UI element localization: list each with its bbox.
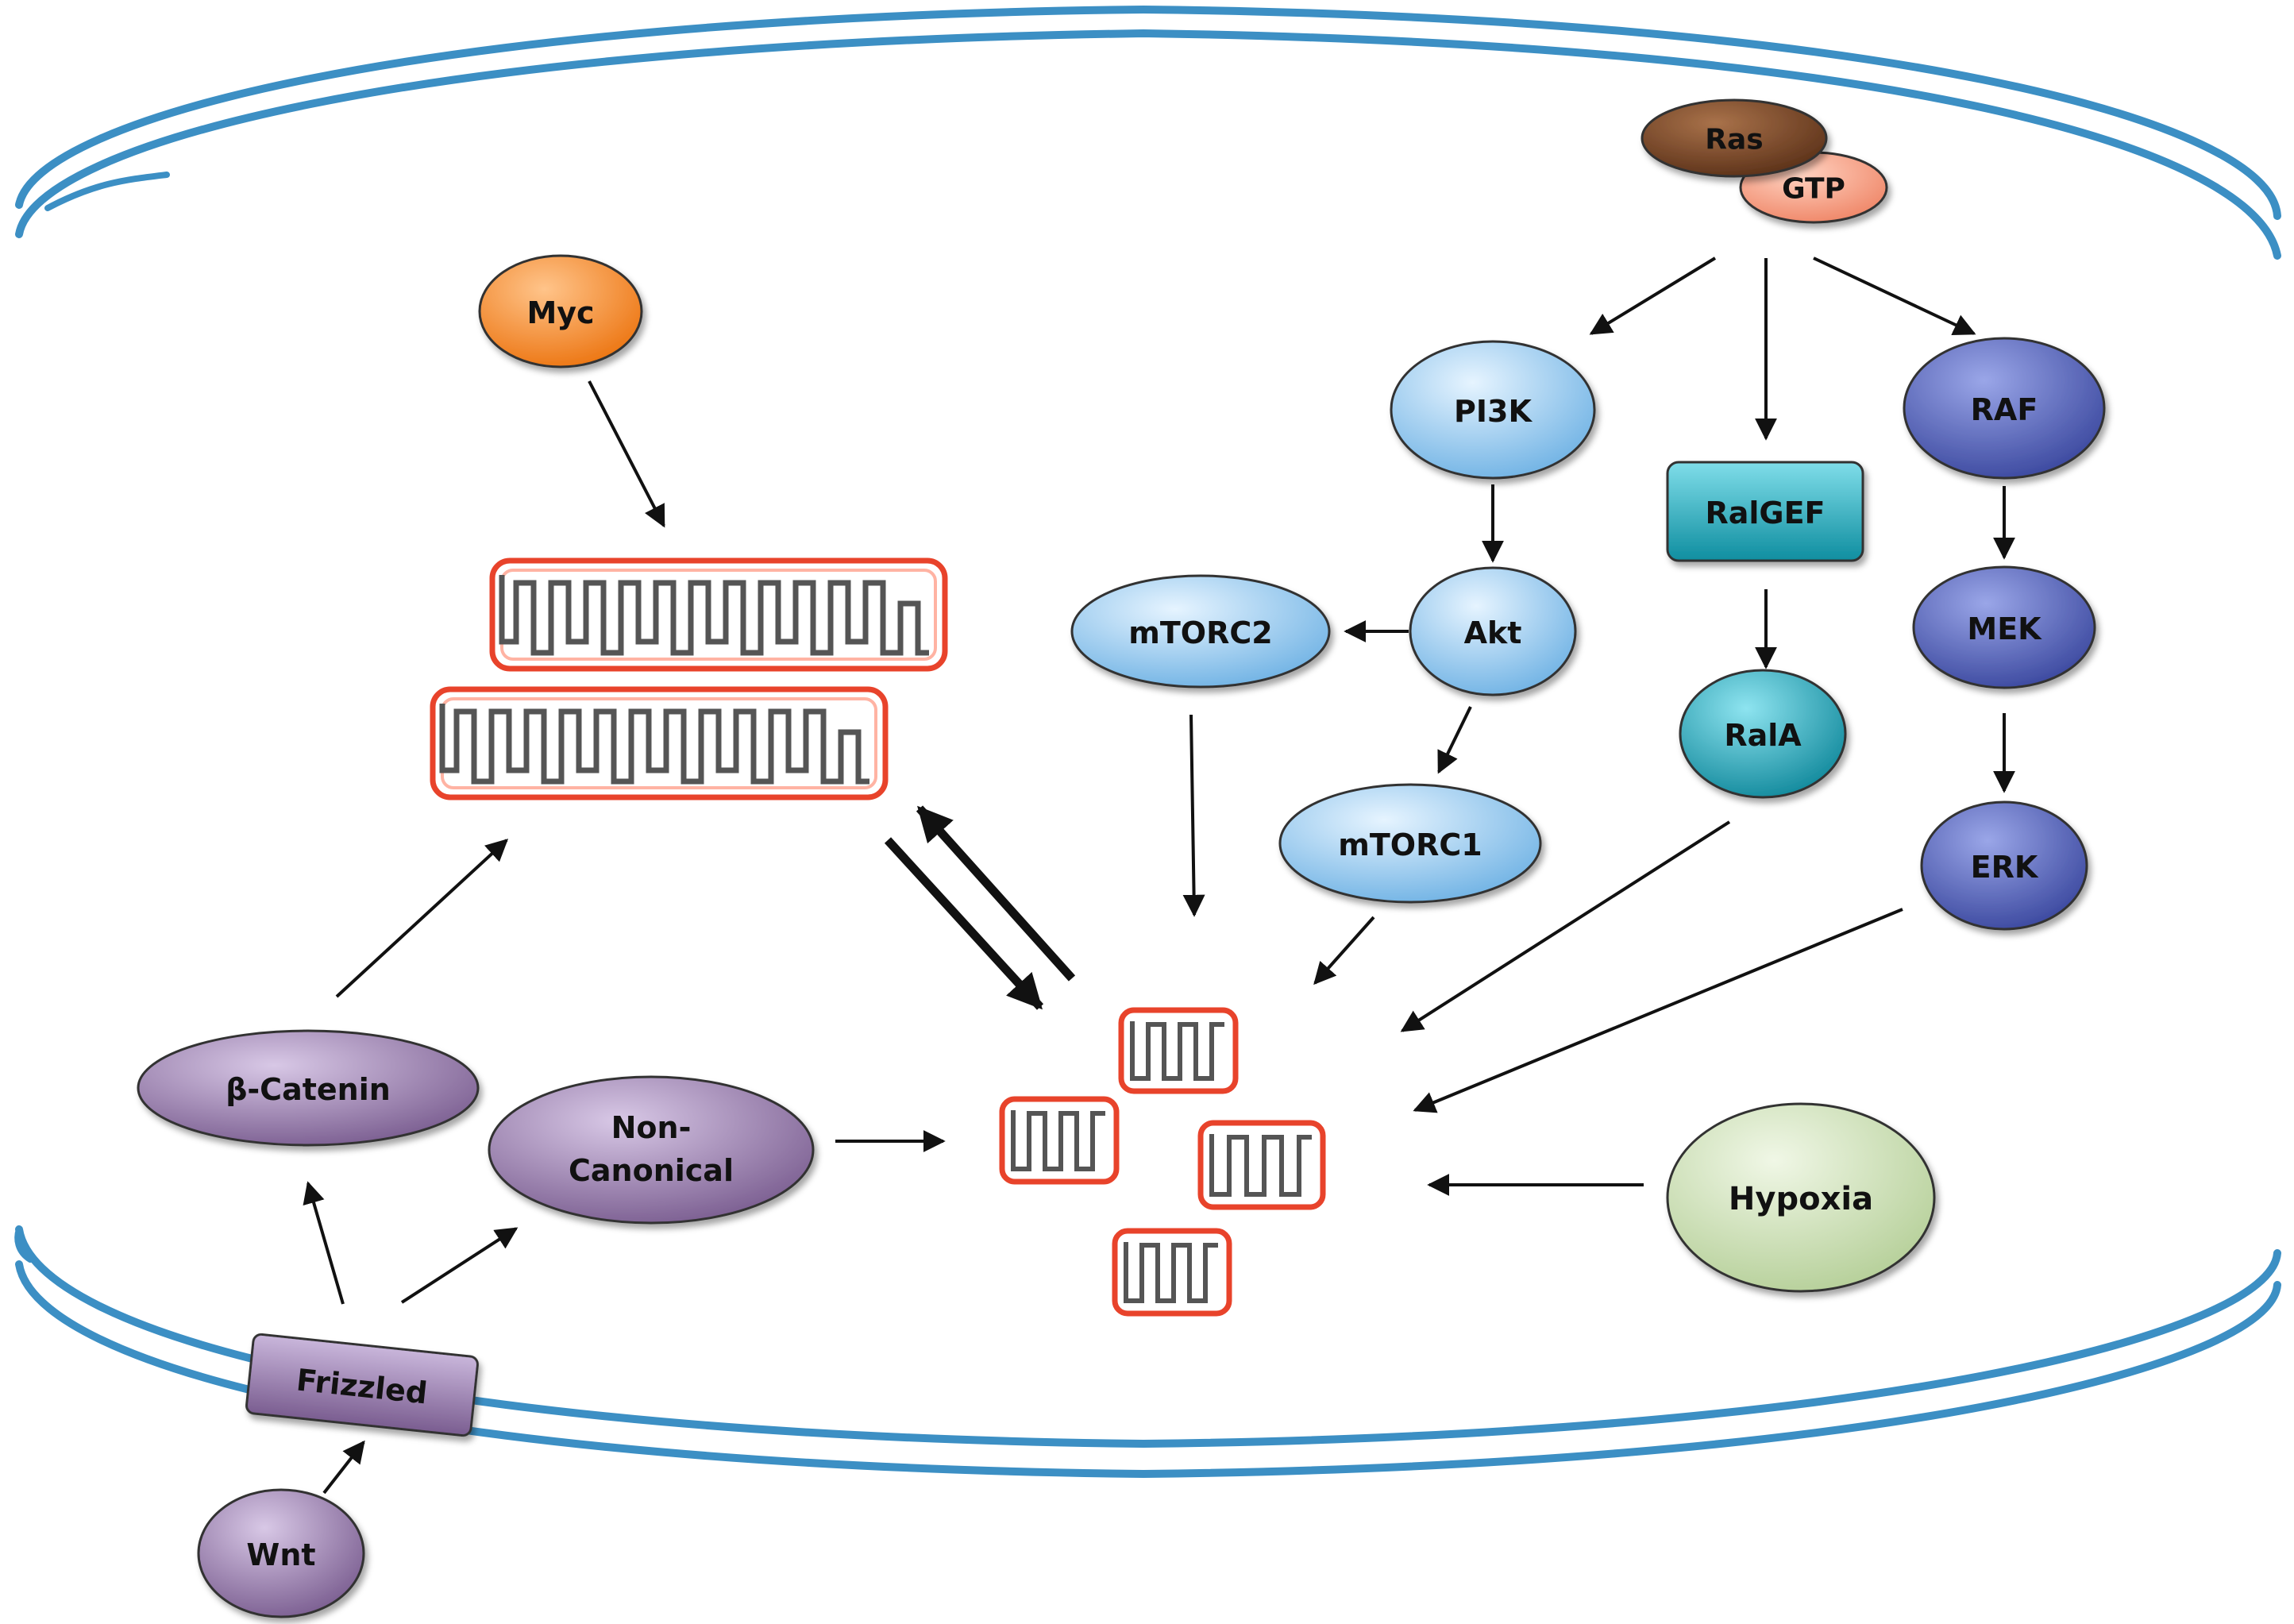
wnt-node: Wnt xyxy=(197,1488,365,1618)
arrow-catenin-to-mito xyxy=(335,839,509,998)
arrows xyxy=(303,257,2015,1495)
arrow-akt-to-mtorc1 xyxy=(1437,706,1472,774)
pi3k-node: PI3K xyxy=(1390,340,1596,480)
wnt-label: Wnt xyxy=(246,1537,315,1572)
mtorc1-label: mTORC1 xyxy=(1338,827,1482,862)
rala-label: RalA xyxy=(1724,718,1802,753)
arrow-myc-to-mito xyxy=(588,380,665,528)
gtp-label: GTP xyxy=(1782,173,1845,206)
ras-node xyxy=(1640,98,1828,178)
ras-gtp-complex: GTP Ras xyxy=(1640,98,1888,224)
rala-node: RalA xyxy=(1679,669,1847,799)
mtorc2-node: mTORC2 xyxy=(1070,574,1331,689)
ralgef-label: RalGEF xyxy=(1705,496,1825,530)
beta-catenin-label: β-Catenin xyxy=(226,1072,391,1107)
non-canonical-label-line1: Non- xyxy=(611,1110,692,1145)
erk-label: ERK xyxy=(1971,850,2039,885)
raf-node: RAF xyxy=(1903,337,2106,480)
arrow-ras-to-raf xyxy=(1813,257,1976,335)
akt-label: Akt xyxy=(1464,615,1522,650)
bottom-membrane xyxy=(14,1225,2281,1479)
mtorc1-node: mTORC1 xyxy=(1278,783,1542,904)
mek-label: MEK xyxy=(1967,611,2042,646)
arrow-frizzled-to-noncanonical xyxy=(400,1227,519,1304)
mtorc2-label: mTORC2 xyxy=(1128,615,1272,650)
mitochondrion-fragment-2 xyxy=(999,1096,1120,1185)
arrow-mtorc2-to-mito xyxy=(1182,714,1205,917)
mitochondrion-large-top xyxy=(489,557,948,672)
mitochondrion-fragment-1 xyxy=(1118,1007,1239,1094)
myc-label: Myc xyxy=(526,295,594,330)
pi3k-label: PI3K xyxy=(1454,394,1533,429)
akt-node: Akt xyxy=(1409,566,1577,696)
raf-label: RAF xyxy=(1971,392,2038,427)
arrow-fusion xyxy=(916,805,1076,982)
arrow-frizzled-to-catenin xyxy=(303,1181,345,1305)
top-membrane xyxy=(15,5,2281,260)
arrow-mtorc1-to-mito xyxy=(1313,916,1375,986)
arrow-fission xyxy=(884,837,1044,1010)
non-canonical-node: Non- Canonical xyxy=(488,1075,815,1225)
arrow-erk-to-mito xyxy=(1413,908,1903,1113)
myc-node: Myc xyxy=(478,254,643,368)
mek-node: MEK xyxy=(1912,565,2096,689)
arrow-rala-to-mito xyxy=(1400,820,1731,1032)
non-canonical-label-line2: Canonical xyxy=(569,1153,734,1188)
mitochondrion-fragment-4 xyxy=(1112,1228,1232,1317)
mitochondrion-large-bottom xyxy=(430,686,889,800)
hypoxia-label: Hypoxia xyxy=(1729,1181,1873,1217)
hypoxia-node: Hypoxia xyxy=(1666,1102,1936,1293)
frizzled-receptor: Frizzled xyxy=(245,1333,479,1437)
ralgef-node: RalGEF xyxy=(1666,461,1864,562)
erk-node: ERK xyxy=(1920,800,2088,931)
beta-catenin-node: β-Catenin xyxy=(137,1029,480,1147)
ras-label: Ras xyxy=(1705,124,1763,156)
arrow-ras-to-pi3k xyxy=(1589,257,1717,335)
mitochondrion-fragment-3 xyxy=(1197,1120,1326,1210)
arrow-wnt-to-frizzled xyxy=(322,1440,365,1495)
